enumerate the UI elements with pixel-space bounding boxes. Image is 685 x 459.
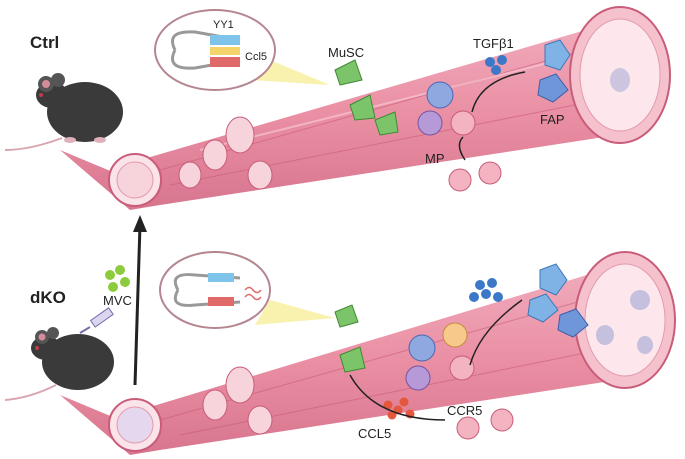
label-ccr5: CCR5 [447,403,482,418]
macrophage-cells: MP [417,81,502,192]
label-fap: FAP [540,112,565,127]
musc-cell [339,346,366,373]
control-panel: Ctrl [4,6,671,210]
tgfb1-fap-group [469,263,589,338]
syringe-icon [79,307,114,334]
inset-label-ccl5: Ccl5 [245,51,267,63]
dna-loop-icon: YY1 Ccl5 [154,9,330,91]
muscle-cross-section-ctrl [569,6,671,144]
mouse-icon [4,73,123,151]
label-tgfb1: TGFβ1 [473,36,514,51]
label-ccl5: CCL5 [358,426,391,441]
panel-label-dko: dKO [30,288,66,307]
tgfb1-fap-group: TGFβ1 FAP [471,36,571,127]
label-mvc: MVC [103,293,132,308]
arrow-treatment [133,224,142,386]
dna-loop-icon [159,251,335,329]
knockout-panel: dKO MVC [4,251,676,455]
mvc-drug: MVC [103,265,132,308]
label-musc: MuSC [328,45,364,60]
mouse-icon [4,327,114,401]
macrophage-cells: CCR5 [405,299,523,440]
panel-label-ctrl: Ctrl [30,33,59,52]
label-mp: MP [425,151,445,166]
musc-cell [334,304,359,328]
arrowhead [133,215,147,232]
inset-label-yy1: YY1 [213,19,234,31]
musc-cells: MuSC [328,45,399,136]
muscle-cross-section-dko [574,251,676,389]
ccl5-group: CCL5 [349,374,446,441]
